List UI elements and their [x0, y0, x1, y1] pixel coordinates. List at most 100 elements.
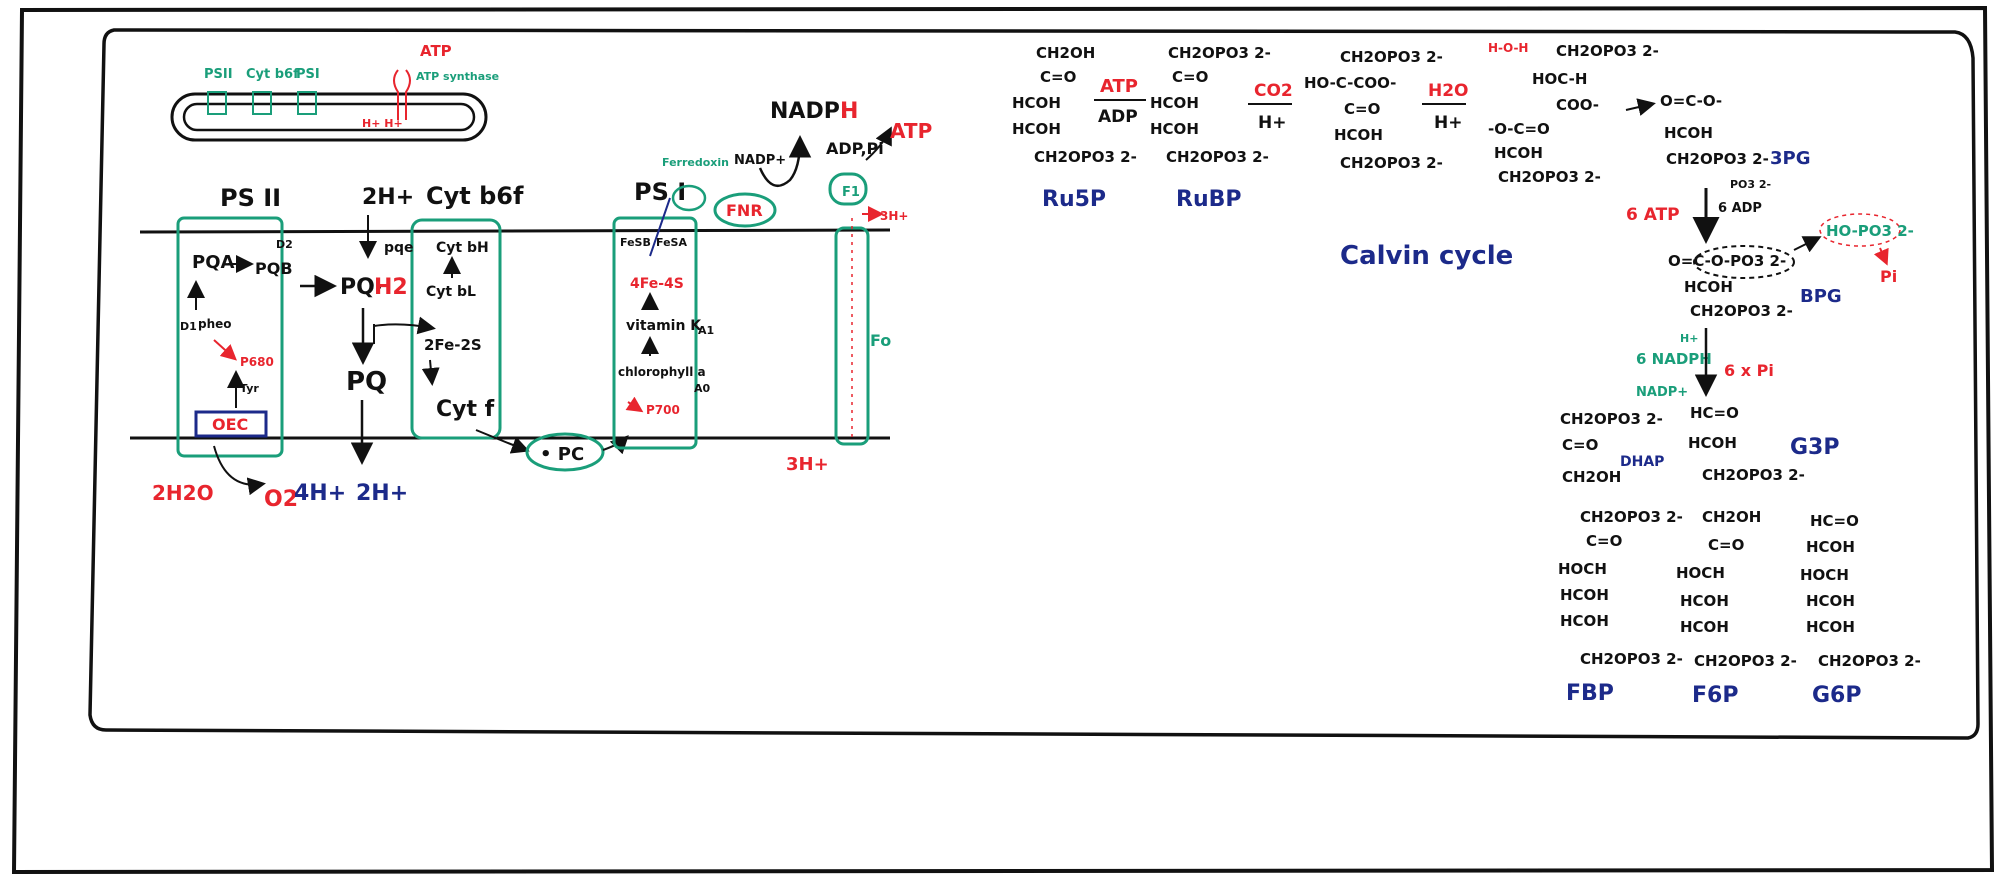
psii-title: PS II	[220, 184, 281, 212]
cytb6f-bl: Cyt bL	[426, 284, 476, 300]
fbp-line-3: HOCH	[1558, 560, 1607, 578]
psi-a0: A0	[694, 382, 711, 395]
psi-a1: A1	[698, 324, 714, 337]
cytb6f-bh: Cyt bH	[436, 240, 489, 256]
g3p-line-2: HCOH	[1688, 434, 1737, 452]
intermediate-line-1: CH2OPO3 2-	[1340, 48, 1443, 66]
ru5p-structure: CH2OH C=O HCOH HCOH CH2OPO3 2- Ru5P	[1012, 44, 1137, 212]
psii-pqb: PQB	[255, 259, 293, 278]
ru5p-name: Ru5P	[1042, 187, 1106, 212]
nadp-label: NADP+	[734, 153, 786, 168]
split-bottom-line-2: HCOH	[1494, 144, 1543, 162]
fbp-line-2: C=O	[1586, 532, 1622, 550]
f6p-line-4: HCOH	[1680, 592, 1729, 610]
ru5p-line-2: C=O	[1040, 68, 1076, 86]
ru5p-line-3: HCOH	[1012, 94, 1061, 112]
step3-top: H2O	[1428, 81, 1469, 101]
g6p-line-3: HOCH	[1800, 566, 1849, 584]
protons-out: 3H+	[880, 209, 908, 223]
intermediate-structure: CH2OPO3 2- HO-C-COO- C=O HCOH CH2OPO3 2-	[1304, 48, 1443, 172]
psii-pheo: pheo	[198, 317, 232, 331]
psii-complex: PS II PQA PQB D2 D1 pheo P680 Tyr OEC 2H…	[152, 184, 346, 512]
psii-pqa: PQA	[192, 252, 234, 273]
fbp-line-1: CH2OPO3 2-	[1580, 508, 1683, 526]
split-bottom-line-3: CH2OPO3 2-	[1498, 168, 1601, 186]
intermediate-line-4: HCOH	[1334, 126, 1383, 144]
g6p-structure: HC=O HCOH HOCH HCOH HCOH CH2OPO3 2- G6P	[1800, 512, 1921, 708]
g3p-line-1: HC=O	[1690, 404, 1739, 422]
pg3-line-3: CH2OPO3 2-	[1666, 150, 1769, 168]
pqh2-h: H2	[374, 275, 408, 300]
step2-top: CO2	[1254, 81, 1293, 101]
step5-right: 6 x Pi	[1724, 361, 1774, 380]
fnr-label: FNR	[726, 201, 763, 220]
step5-left: 6 NADPH	[1636, 350, 1712, 368]
fbp-line-4: HCOH	[1560, 586, 1609, 604]
step3-bottom: H+	[1434, 113, 1462, 133]
bpg-line-3: CH2OPO3 2-	[1690, 302, 1793, 320]
bpg-line-2: HCOH	[1684, 278, 1733, 296]
intermediate-line-5: CH2OPO3 2-	[1340, 154, 1443, 172]
pg3-name: 3PG	[1770, 148, 1811, 169]
psi-complex: PS I FeSB FeSA 4Fe-4S vitamin K A1 chlor…	[612, 178, 714, 450]
bpg-pi: Pi	[1880, 267, 1897, 286]
g6p-line-4: HCOH	[1806, 592, 1855, 610]
f6p-line-1: CH2OH	[1702, 508, 1761, 526]
psii-d1: D1	[180, 320, 197, 333]
pq-top-protons: 2H+	[362, 185, 414, 210]
g3p-structure: HC=O HCOH CH2OPO3 2- G3P	[1688, 404, 1840, 484]
f6p-line-5: HCOH	[1680, 618, 1729, 636]
fbp-line-6: CH2OPO3 2-	[1580, 650, 1683, 668]
fbp-line-5: HCOH	[1560, 612, 1609, 630]
f6p-line-3: HOCH	[1676, 564, 1725, 582]
f6p-name: F6P	[1692, 683, 1738, 708]
pg3-line-2: HCOH	[1664, 124, 1713, 142]
split-water: H-O-H	[1488, 41, 1528, 55]
icon-atp: ATP	[420, 42, 452, 60]
membrane	[130, 228, 891, 440]
cytb6f-cytf: Cyt f	[436, 397, 495, 422]
atp-product: ATP	[890, 119, 932, 143]
dhap-line-3: CH2OH	[1562, 468, 1621, 486]
step-atp-bpg: 6 ATP 6 ADP PO3 2-	[1626, 178, 1771, 244]
board-inner-frame	[88, 28, 1980, 740]
dhap-line-2: C=O	[1562, 436, 1598, 454]
psi-fe4s: 4Fe-4S	[630, 276, 684, 292]
step5-nadp: NADP+	[1636, 385, 1688, 400]
step1-top: ATP	[1100, 76, 1138, 97]
bpg-leaving-group: HO-PO3 2-	[1826, 222, 1914, 240]
nadph-main: NADP:	[770, 99, 849, 124]
step-co2: CO2 H+	[1248, 81, 1293, 133]
plastocyanin: • PC	[525, 432, 629, 472]
pg3-structure: O=C-O- HCOH CH2OPO3 2- 3PG	[1660, 92, 1811, 169]
step-nadph: 6 NADPH H+ NADP+ 6 x Pi	[1636, 328, 1774, 400]
pq-oxidized: PQ	[346, 367, 387, 397]
step4-po3: PO3 2-	[1730, 178, 1771, 191]
split-bottom-line-1: -O-C=O	[1488, 120, 1550, 138]
psi-fesa: FeSA	[656, 236, 687, 249]
cytb6f-title: Cyt b6f	[426, 182, 524, 210]
f6p-line-6: CH2OPO3 2-	[1694, 652, 1797, 670]
rubp-line-1: CH2OPO3 2-	[1168, 44, 1271, 62]
psi-p700: P700	[646, 403, 680, 417]
ferredoxin-fnr: FNR Ferredoxin NADP+ NADP: H	[662, 99, 858, 228]
fbp-name: FBP	[1566, 681, 1614, 706]
intermediate-line-3: C=O	[1344, 100, 1380, 118]
cytb6f-pqe: pqe	[384, 240, 414, 256]
fo-label: Fo	[870, 331, 891, 350]
step-h2o: H2O H+	[1422, 81, 1469, 133]
step5-h: H+	[1680, 332, 1698, 345]
dhap-line-1: CH2OPO3 2-	[1560, 410, 1663, 428]
cytb6f-complex: Cyt b6f pqe Cyt bH Cyt bL 2Fe-2S Cyt f	[373, 182, 530, 454]
ferredoxin-label: Ferredoxin	[662, 156, 729, 169]
g3p-line-3: CH2OPO3 2-	[1702, 466, 1805, 484]
step4-right: 6 ADP	[1718, 201, 1762, 216]
board-outer-frame	[11, 5, 1995, 875]
split-top-line-1: CH2OPO3 2-	[1556, 42, 1659, 60]
bpg-line-1: O=C-O-PO3 2-	[1668, 252, 1786, 270]
rubp-line-3: HCOH	[1150, 94, 1199, 112]
ru5p-line-4: HCOH	[1012, 120, 1061, 138]
cytb6f-fe2s: 2Fe-2S	[424, 336, 482, 354]
psi-fesb: FeSB	[620, 236, 651, 249]
